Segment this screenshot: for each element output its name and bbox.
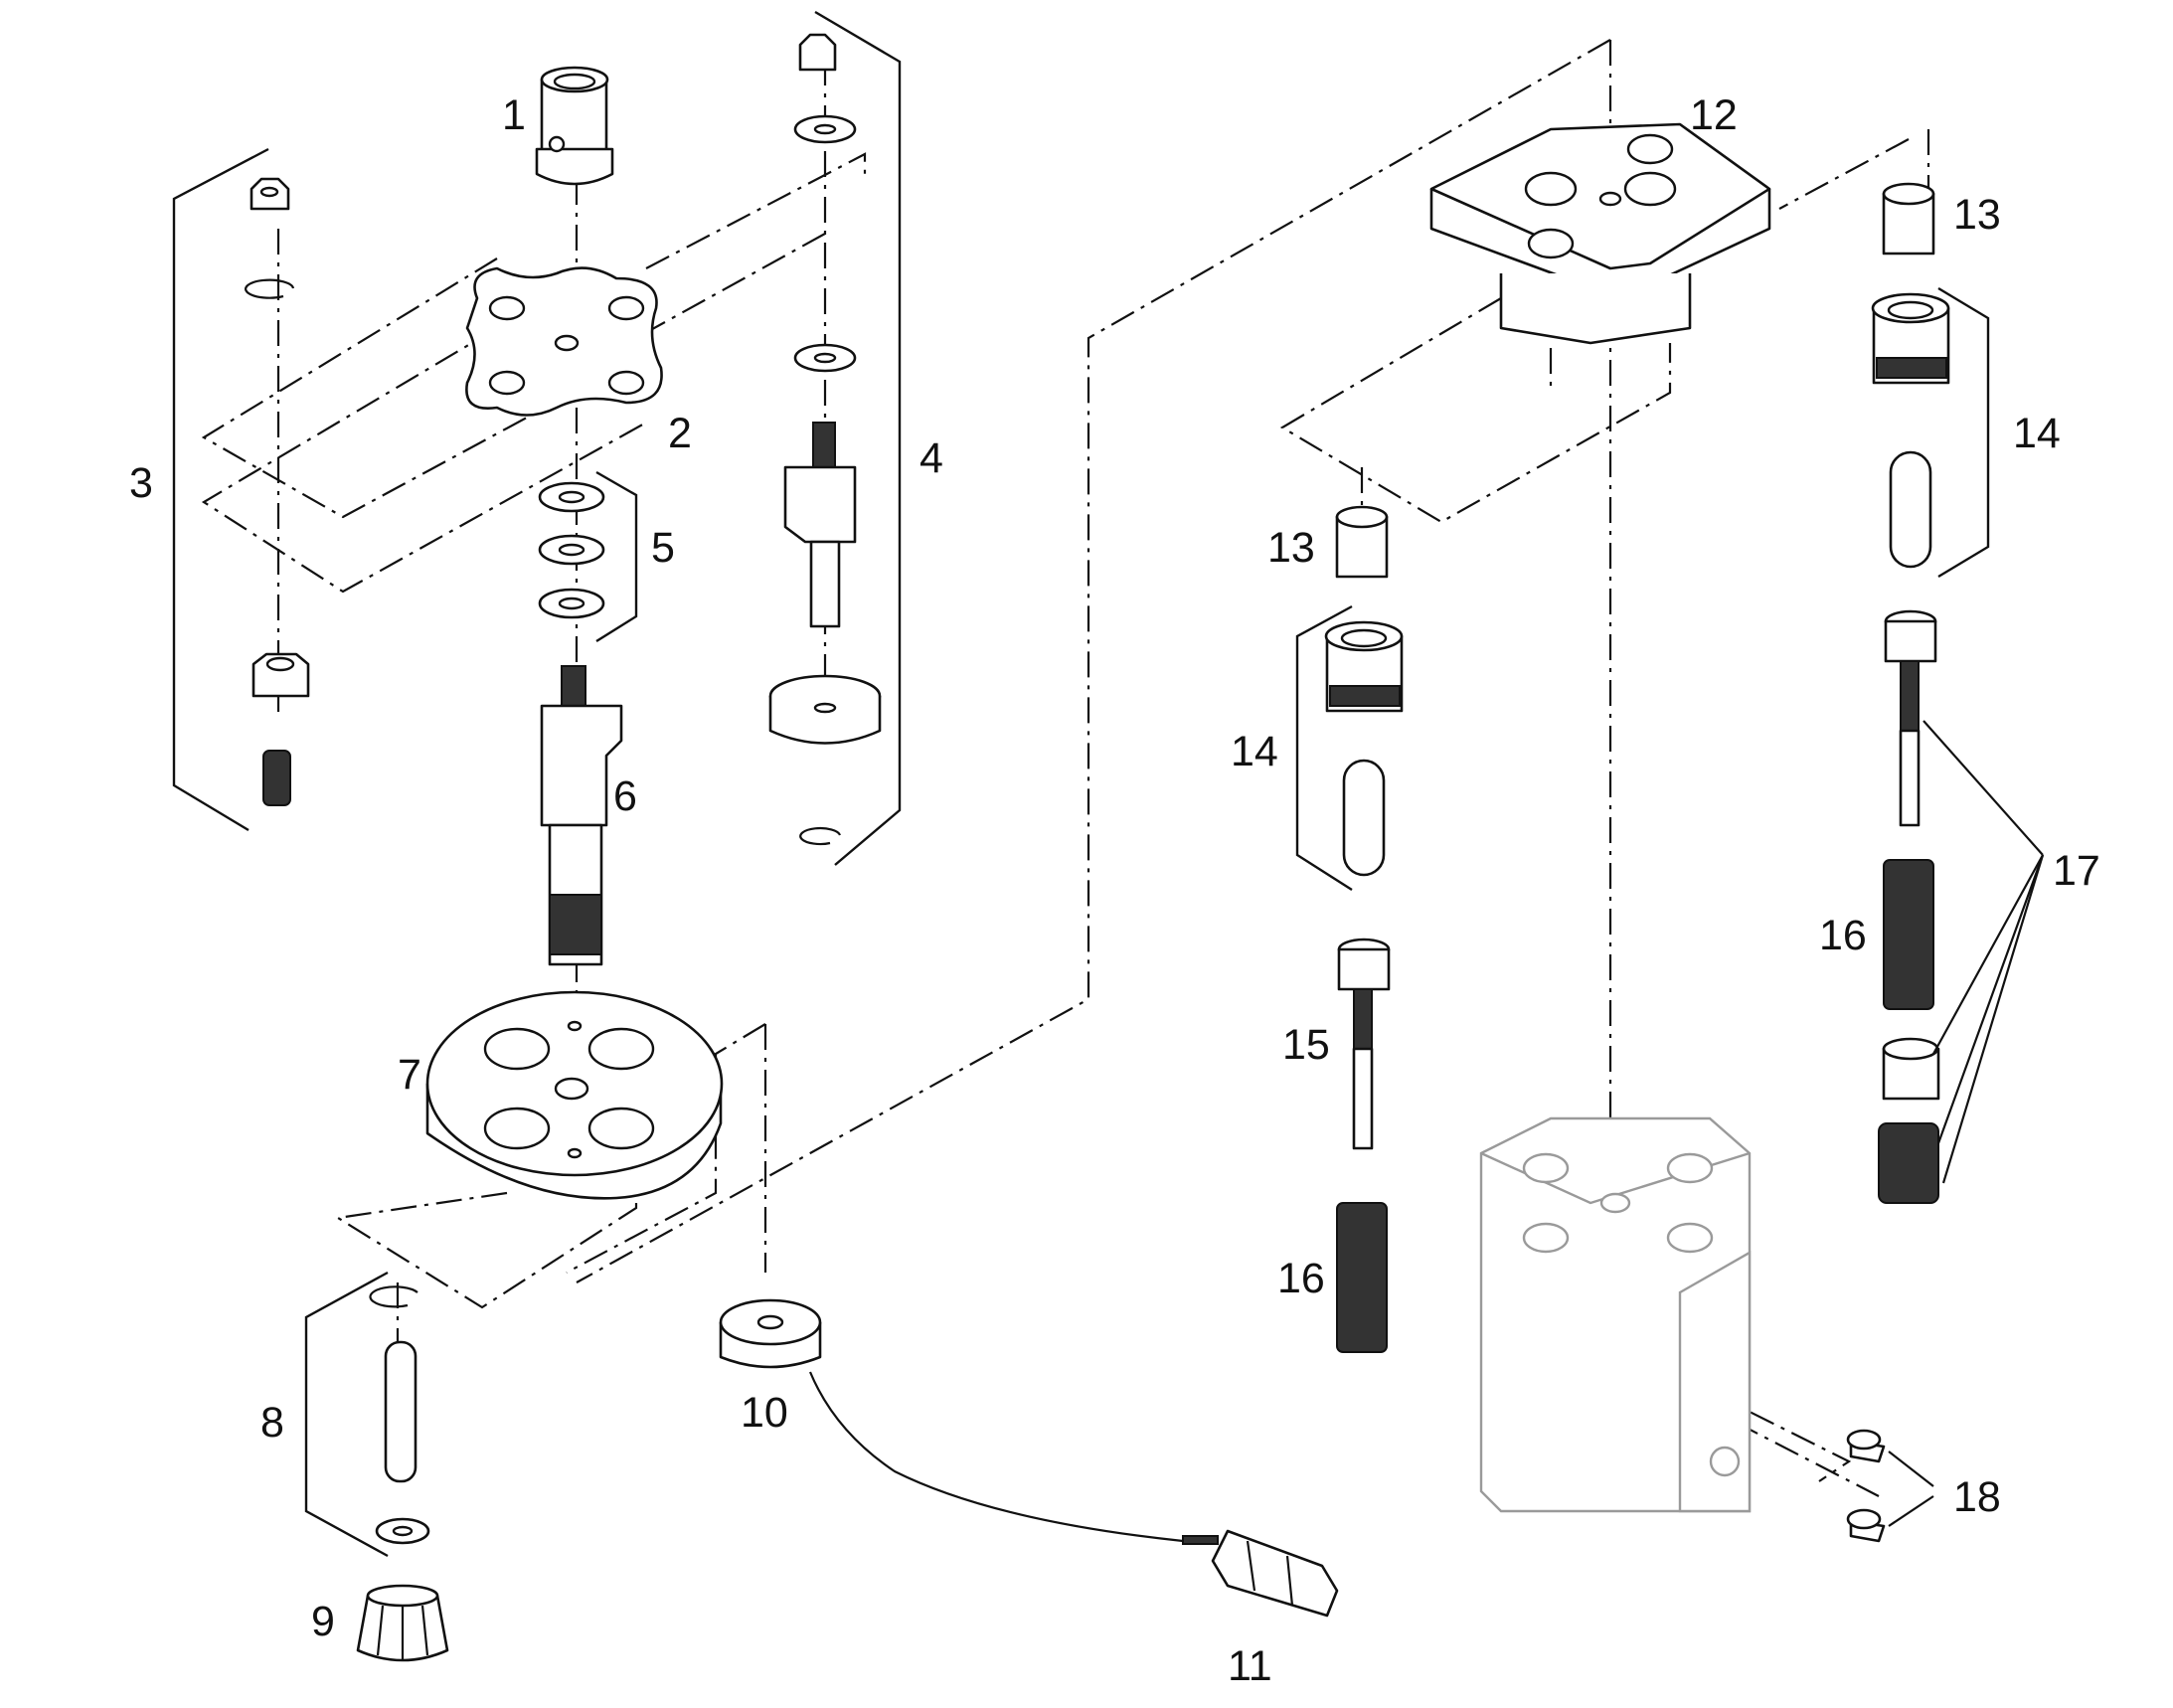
callout-1: 1 [502,91,526,139]
callout-12: 12 [1690,91,1738,139]
callout-10: 10 [741,1389,788,1437]
callout-8: 8 [260,1399,284,1447]
round-plate-part [425,990,724,1200]
drive-shaft-part [540,665,623,966]
callout-14-right: 14 [2013,410,2061,457]
callout-16-right: 16 [1819,912,1867,959]
grouping-brackets [172,10,1990,1558]
callout-15: 15 [1282,1021,1330,1069]
sensor-part [719,1298,1184,1543]
connector-part [1182,1529,1339,1618]
callout-14-left: 14 [1231,728,1278,775]
callout-5: 5 [651,524,675,572]
callout-3: 3 [129,459,153,507]
callout-13-left: 13 [1267,524,1315,572]
callout-2: 2 [668,410,692,457]
callout-4: 4 [919,434,943,482]
callout-13-right: 13 [1953,191,2001,239]
fitting-part [535,66,614,186]
fastener-group-3 [244,177,310,806]
valve-stack-right [1871,182,2045,1204]
callout-11: 11 [1228,1642,1272,1690]
valve-body-housing [1479,1116,1752,1513]
callout-7: 7 [398,1051,421,1099]
callout-18: 18 [1953,1473,2001,1521]
shaft-group-4 [768,33,882,846]
cap-part [356,1584,449,1662]
manifold-plate-part [1429,122,1771,345]
callout-labels: 1 2 3 4 5 6 7 8 9 10 11 12 13 13 14 14 1… [129,91,2100,1690]
pin-group-8 [369,1285,430,1545]
callout-9: 9 [311,1598,335,1645]
cross-plate-part [465,266,663,417]
valve-stack-left [1324,505,1404,1353]
callout-16-left: 16 [1277,1255,1325,1302]
callout-17: 17 [2053,847,2100,895]
washer-stack-5 [538,481,605,619]
callout-6: 6 [613,772,637,820]
plug-screws-18 [1846,1429,1934,1543]
